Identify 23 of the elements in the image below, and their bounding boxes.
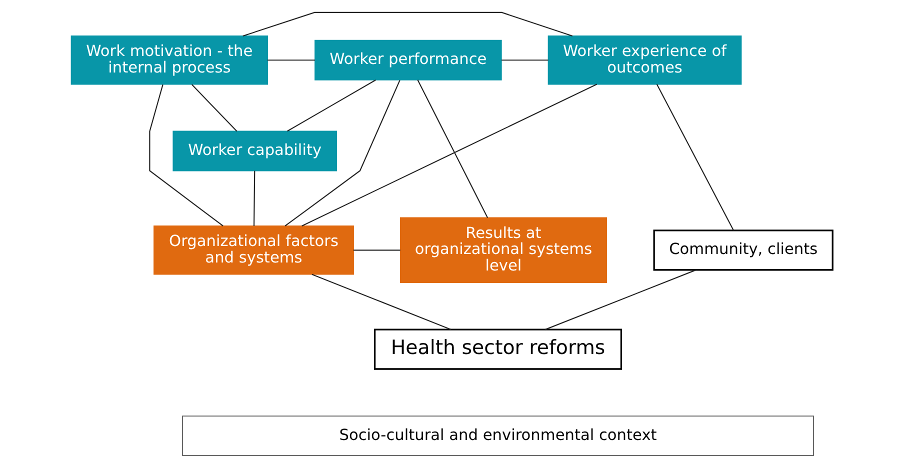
- connector: [417, 80, 488, 218]
- connector: [267, 60, 315, 61]
- node-box: Worker capability: [172, 130, 337, 172]
- connector: [287, 80, 376, 132]
- connector: [502, 60, 548, 61]
- connector: [302, 84, 598, 226]
- connector: [242, 12, 573, 37]
- node-box: Organizational factors and systems: [154, 226, 354, 275]
- node-box: Health sector reforms: [374, 328, 622, 370]
- node-box: Worker experience of outcomes: [548, 35, 742, 85]
- connector: [312, 274, 452, 330]
- node-box: Socio-cultural and environmental context: [182, 416, 814, 456]
- connector: [353, 250, 400, 251]
- node-box: Community, clients: [653, 230, 834, 271]
- connector: [656, 84, 734, 231]
- connector: [284, 80, 400, 226]
- node-box: Work motivation - the internal process: [70, 35, 268, 85]
- node-box: Worker performance: [314, 40, 502, 80]
- node-box: Results at organizational systems level: [400, 217, 607, 284]
- connector: [149, 84, 224, 226]
- connector: [253, 170, 256, 226]
- connector: [544, 269, 696, 330]
- connector: [191, 84, 238, 132]
